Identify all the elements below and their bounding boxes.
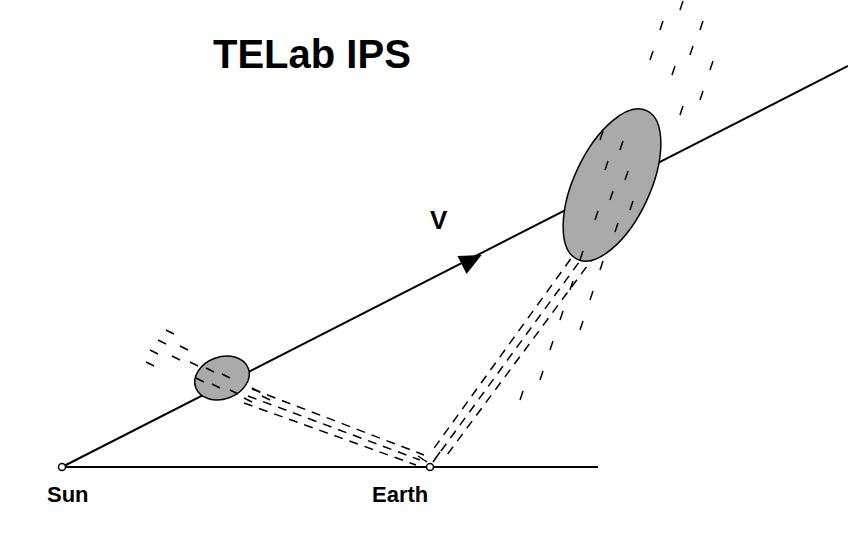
- large-cloud: [543, 95, 681, 276]
- velocity-arrow: [457, 246, 486, 274]
- ray-dashes: [244, 246, 596, 465]
- sun-dot: [59, 464, 66, 471]
- earth-label: Earth: [372, 484, 428, 506]
- sun-line: [62, 66, 848, 467]
- title: TELab IPS: [213, 34, 411, 74]
- sun-earth-line: [62, 466, 598, 468]
- scintillation-marks: [146, 1, 713, 402]
- earth-dot: [427, 464, 434, 471]
- sun-label: Sun: [47, 484, 89, 506]
- velocity-label: V: [430, 207, 447, 233]
